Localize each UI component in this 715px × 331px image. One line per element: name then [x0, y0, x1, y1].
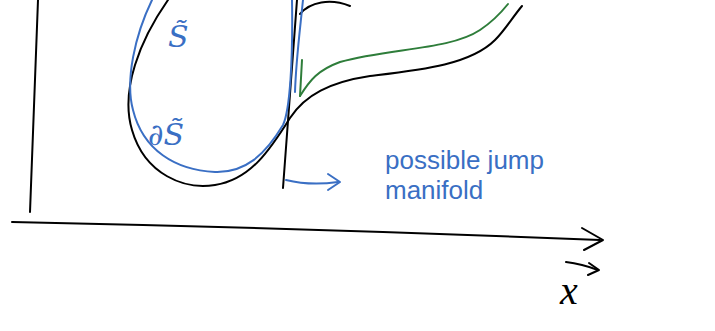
- green-curve-stem: [300, 60, 302, 96]
- leader-arrowhead: [328, 174, 340, 190]
- x-arrowhead: [588, 263, 599, 275]
- axis-label: x: [560, 268, 610, 314]
- region-label: S̃: [168, 20, 238, 55]
- vertical-axis: [30, 0, 38, 212]
- leader-arrow: [286, 180, 338, 184]
- boundary-label: ∂S̃: [148, 118, 228, 153]
- blue-boundary-curve: [130, 0, 292, 172]
- green-curve: [300, 4, 508, 96]
- small-loop: [300, 2, 350, 14]
- horizontal-axis: [12, 222, 600, 240]
- annotation-note: possible jump manifold: [385, 146, 563, 206]
- axis-arrowhead: [582, 228, 603, 250]
